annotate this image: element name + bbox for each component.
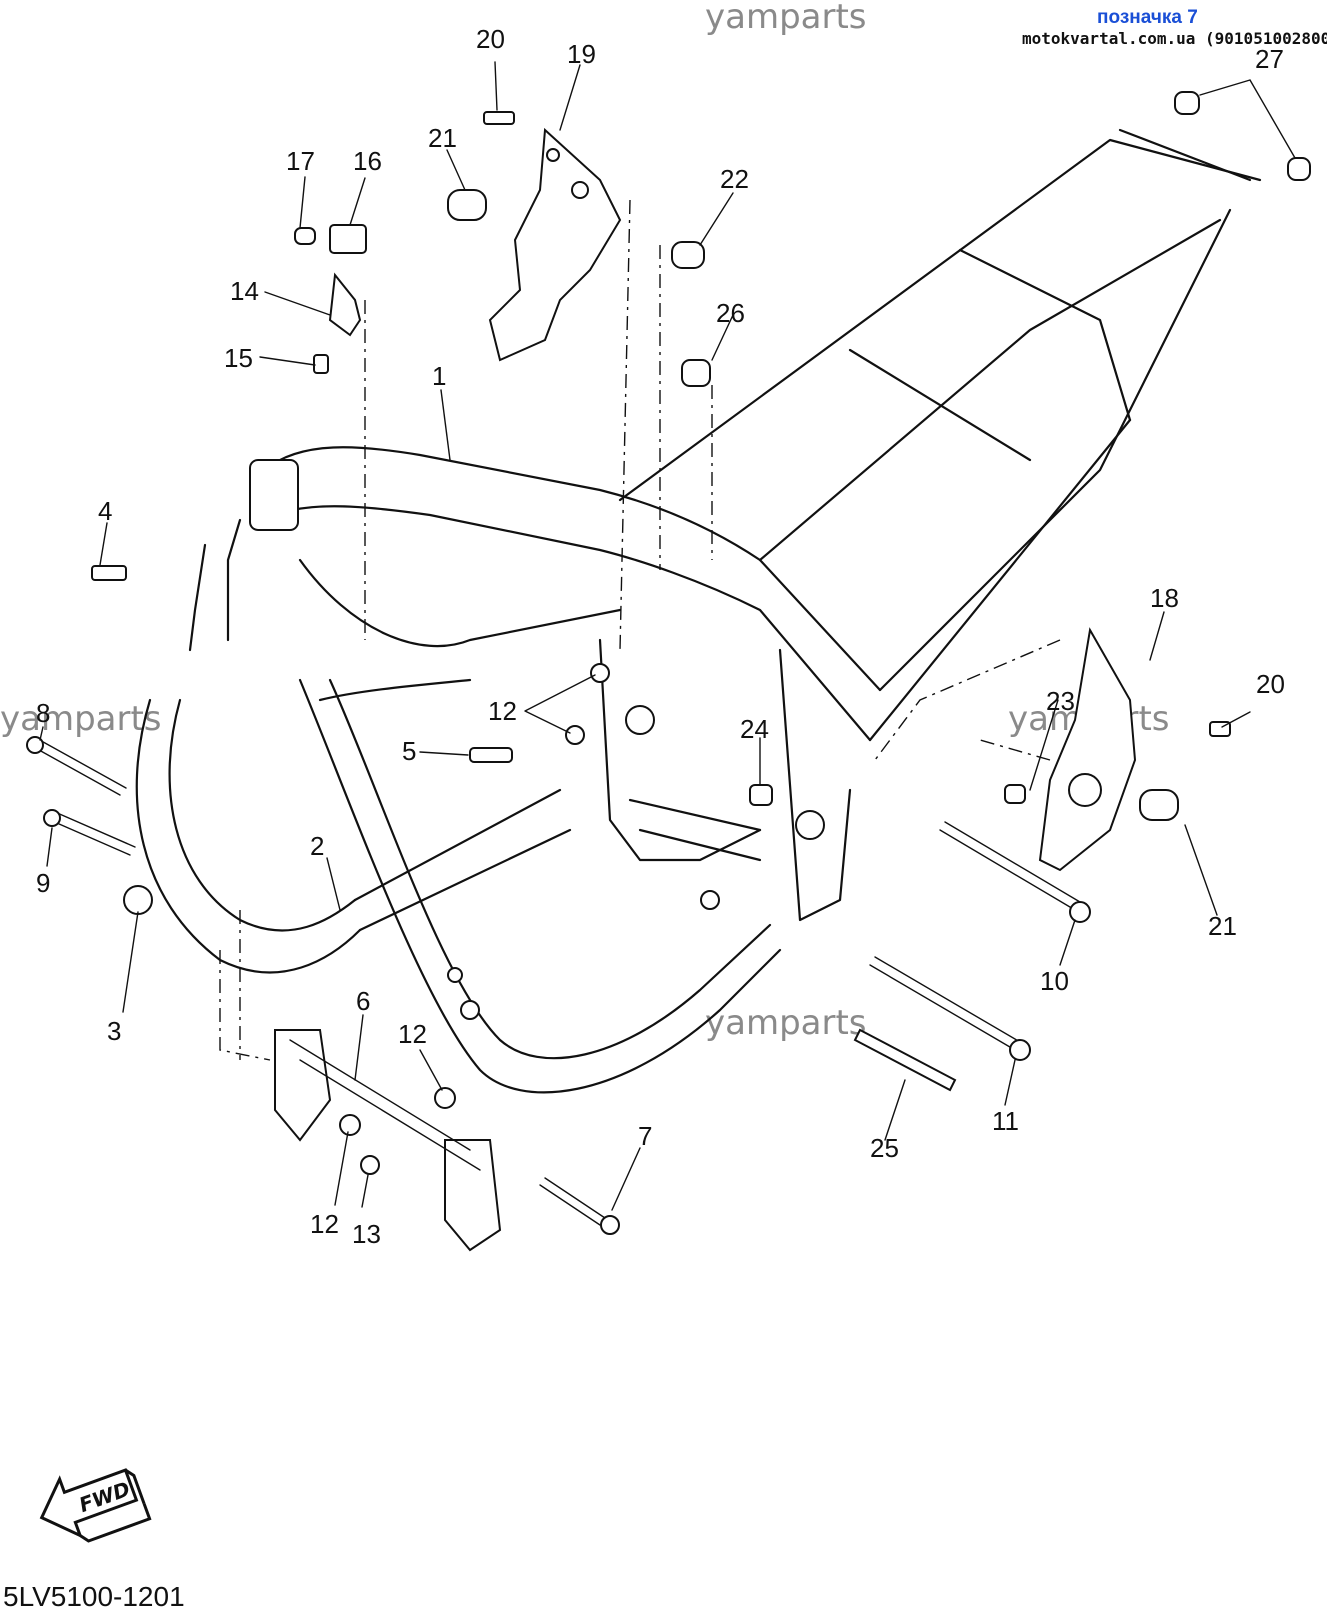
callout-labels: 1 2 3 4 5 6 7 8 9 10 11 12 12 12 13 14 1… [36, 24, 1285, 1249]
part-3-collar [123, 885, 153, 915]
callout-10: 10 [1040, 966, 1069, 996]
leader-lines [39, 61, 1296, 1211]
callout-18: 18 [1150, 583, 1179, 613]
part-6-bracket-right [444, 1139, 502, 1252]
watermark-left: yamparts [0, 699, 162, 739]
callout-6: 6 [356, 986, 370, 1016]
part-19-plate [488, 127, 622, 362]
part-14-stay [328, 272, 362, 337]
callout-23: 23 [1046, 686, 1075, 716]
part-17-collar [294, 227, 316, 245]
part-20-bolt-top [483, 111, 515, 125]
part-13-nut [360, 1155, 380, 1175]
part-10-bolt [939, 821, 1081, 911]
callout-26: 26 [716, 298, 745, 328]
callout-14: 14 [230, 276, 259, 306]
callout-25: 25 [870, 1133, 899, 1163]
callout-21-b: 21 [1208, 911, 1237, 941]
callout-21-a: 21 [428, 123, 457, 153]
part-26-holder [681, 359, 711, 387]
part-4-bolt [91, 565, 127, 581]
callout-12-c: 12 [310, 1209, 339, 1239]
part-16-bracket [329, 224, 367, 254]
callout-1: 1 [432, 361, 446, 391]
callout-19: 19 [567, 39, 596, 69]
watermark-bottom: yamparts [705, 1003, 867, 1043]
part-23-clamp [1004, 784, 1026, 804]
part-21-bush-top [447, 189, 487, 221]
part-11-bolt [869, 956, 1021, 1051]
callout-24: 24 [740, 714, 769, 744]
alignment-lines [219, 199, 1061, 1061]
callout-2: 2 [310, 831, 324, 861]
callout-3: 3 [107, 1016, 121, 1046]
part-12-nut-b [565, 725, 585, 745]
callout-17: 17 [286, 146, 315, 176]
callout-16: 16 [353, 146, 382, 176]
part-15-screw [313, 354, 329, 374]
part-18-plate [1038, 627, 1137, 872]
part-12-nut-c [434, 1087, 456, 1109]
part-27-cap-right [1287, 157, 1311, 181]
part-12-nut-a [590, 663, 610, 683]
part-12-nut-d [339, 1114, 361, 1136]
callout-20-b: 20 [1256, 669, 1285, 699]
part-6-bracket-left [274, 1029, 332, 1142]
callout-27: 27 [1255, 44, 1284, 74]
callout-9: 9 [36, 868, 50, 898]
fwd-arrow-icon: FWD [39, 1468, 152, 1543]
callout-22: 22 [720, 164, 749, 194]
watermark-top: yamparts [705, 0, 867, 37]
diagram-code: 5LV5100-1201 [3, 1581, 185, 1612]
callout-12-a: 12 [488, 696, 517, 726]
frame-drawing [135, 128, 1262, 1094]
callout-4: 4 [98, 496, 112, 526]
callout-5: 5 [402, 736, 416, 766]
callout-20-a: 20 [476, 24, 505, 54]
callout-8: 8 [36, 698, 50, 728]
part-7-bolt [539, 1177, 606, 1226]
callout-12-b: 12 [398, 1019, 427, 1049]
part-24-clamp [749, 784, 773, 806]
part-25-band [853, 1028, 957, 1092]
part-5-bolt [469, 747, 513, 763]
callout-13: 13 [352, 1219, 381, 1249]
part-21-bush-right [1139, 789, 1179, 821]
part-22-clamp [671, 241, 705, 269]
bookmark-link[interactable]: позначка 7 [1097, 7, 1198, 28]
part-9-bolt [49, 811, 136, 856]
part-27-cap-left [1174, 91, 1200, 115]
source-text: motokvartal.com.ua (901051002800) [1022, 29, 1327, 48]
callout-15: 15 [224, 343, 253, 373]
part-8-bolt [29, 737, 127, 796]
callout-7: 7 [638, 1121, 652, 1151]
callout-11: 11 [992, 1106, 1019, 1136]
